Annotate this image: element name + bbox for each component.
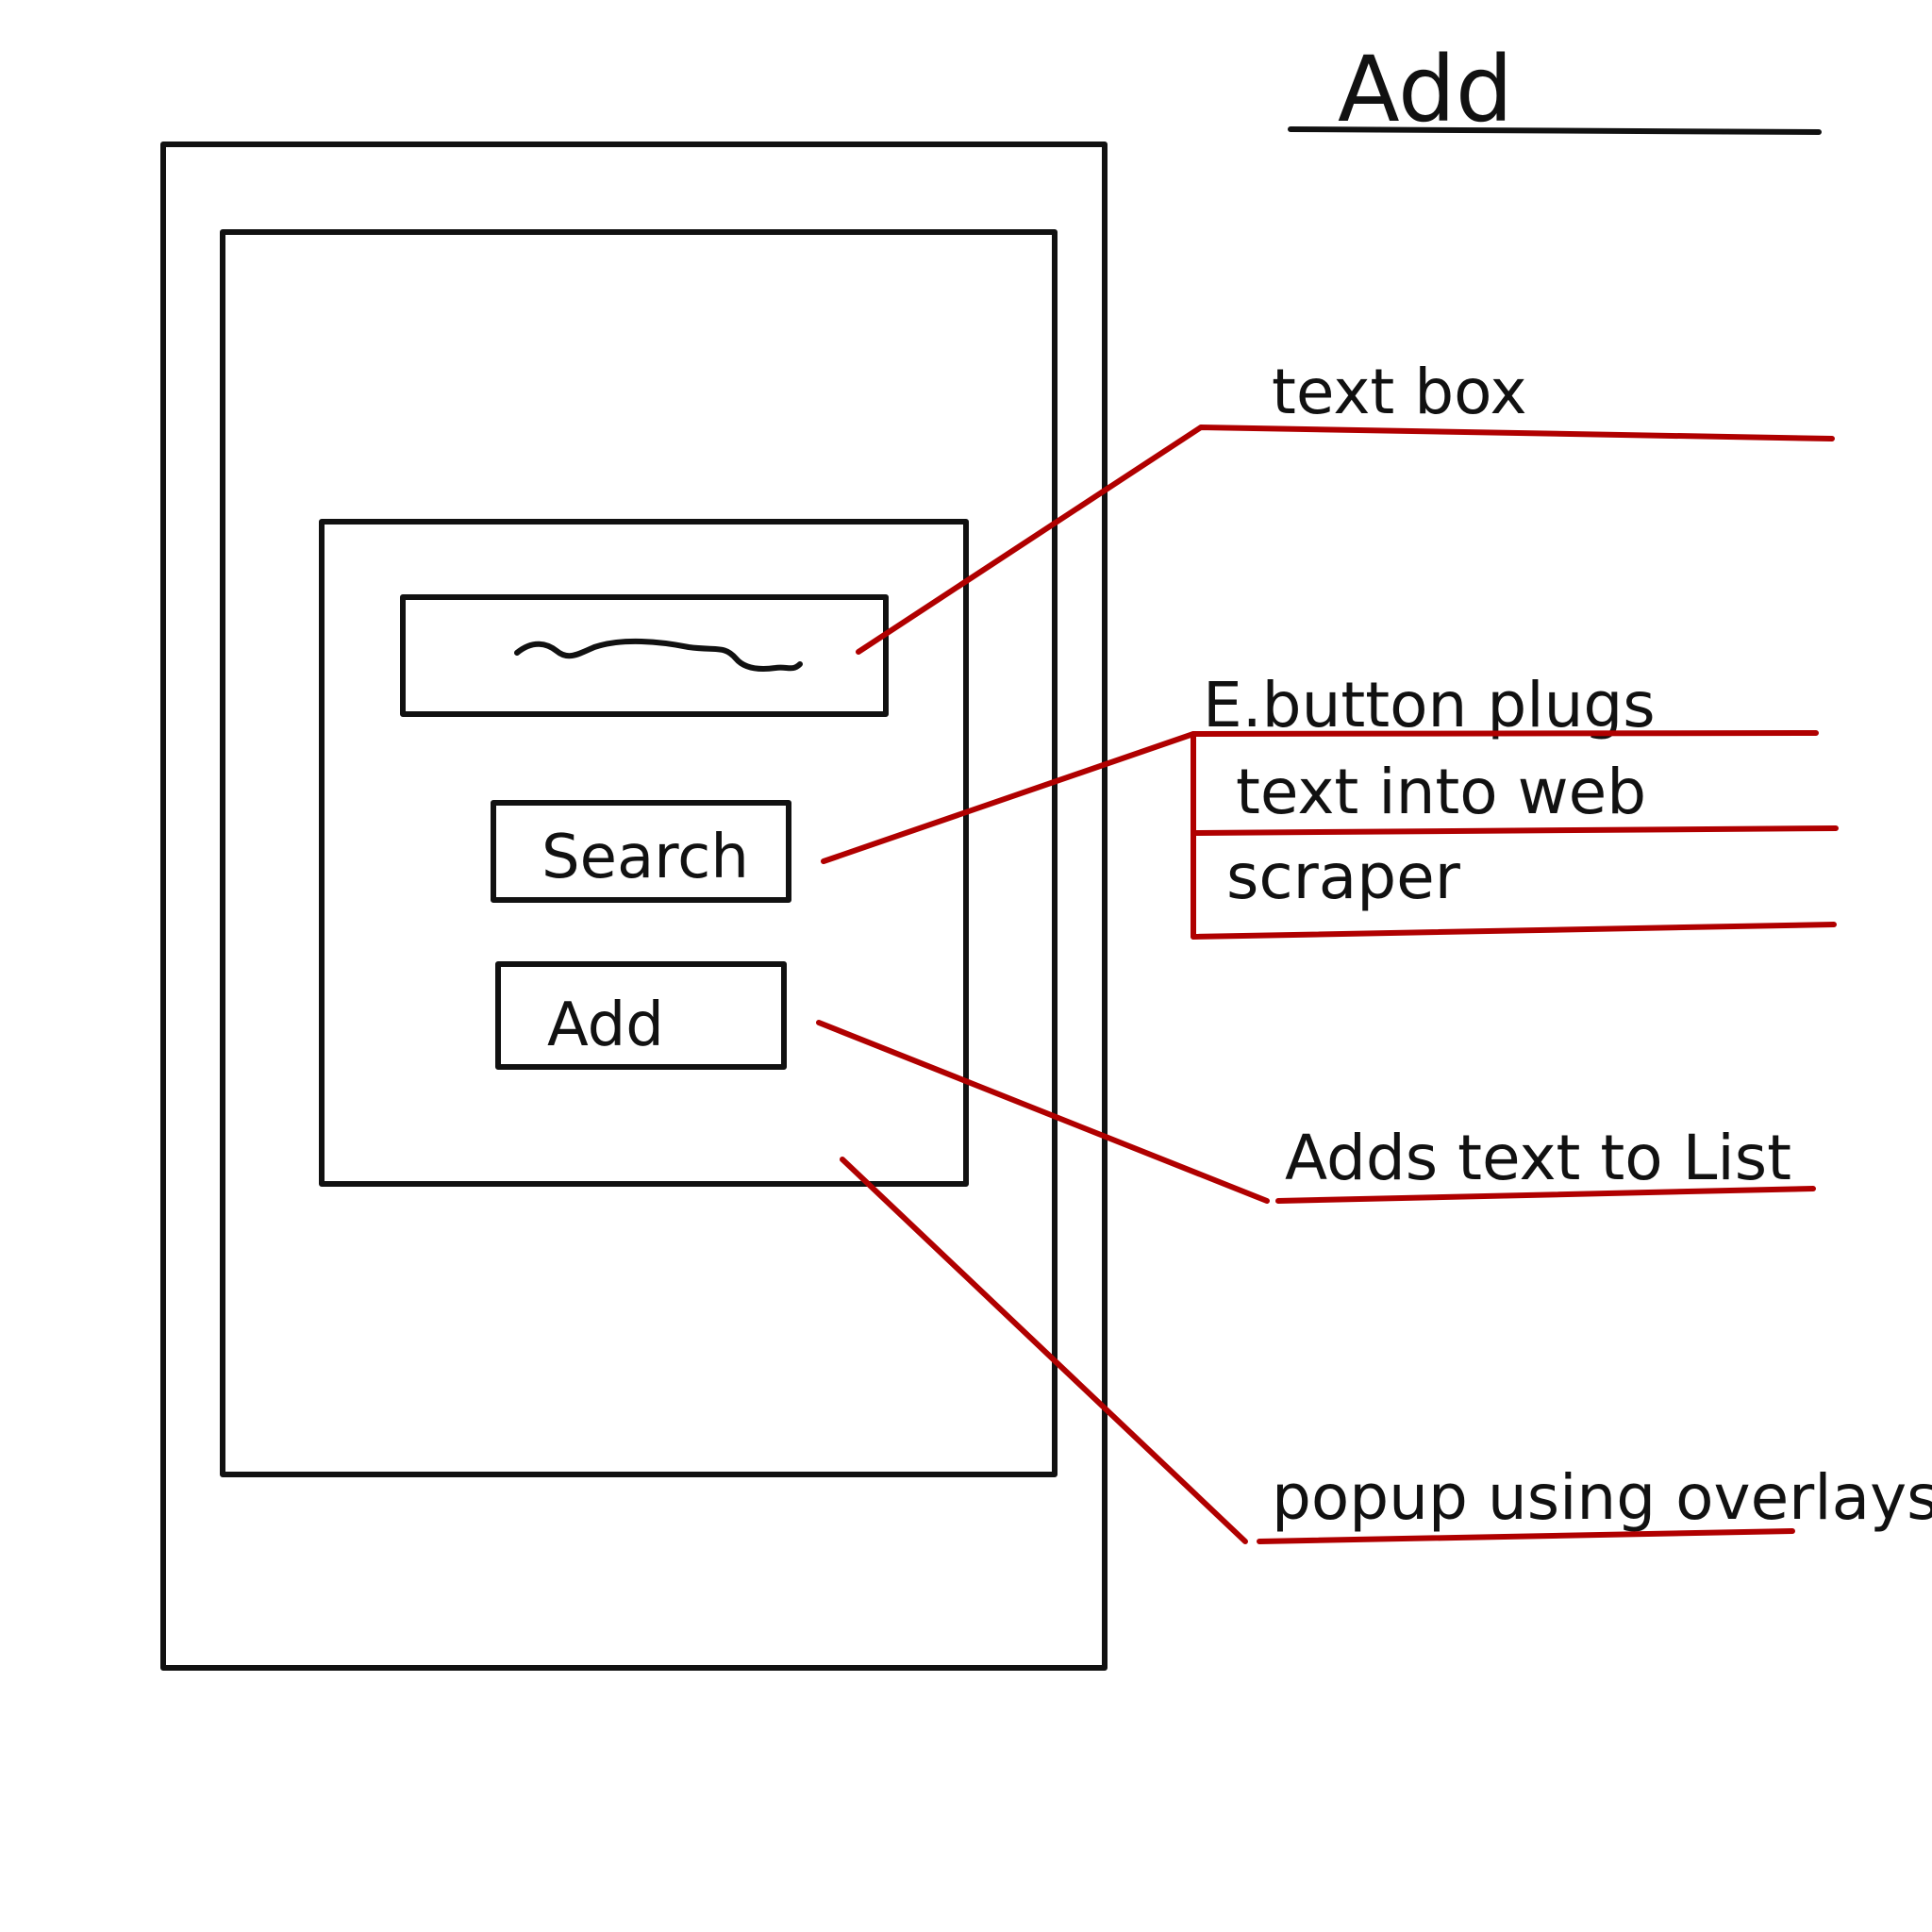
leader-line-popup	[840, 1157, 1248, 1544]
search-note-rule-2	[1193, 825, 1839, 836]
leader-line-search	[821, 731, 1196, 864]
add-note-rule	[1275, 1186, 1816, 1204]
search-button-label: Search	[541, 823, 749, 892]
leader-line-add	[816, 1020, 1270, 1204]
annotation-text-box: text box	[1272, 356, 1527, 428]
annotation-search-line-1: E.button plugs	[1203, 669, 1656, 741]
text-box-input[interactable]	[400, 594, 889, 717]
popup-overlay	[319, 519, 969, 1187]
annotation-search-line-3: scraper	[1226, 841, 1461, 913]
leader-line-text-box	[856, 425, 1835, 655]
page-title: Add	[1338, 37, 1513, 142]
add-button[interactable]: Add	[495, 961, 787, 1070]
phone-frame	[160, 142, 1108, 1671]
search-note-rule-1	[1191, 730, 1819, 737]
search-note-rule-3	[1191, 922, 1837, 940]
title-underline	[1288, 126, 1822, 135]
search-button[interactable]: Search	[491, 800, 791, 903]
annotation-add: Adds text to List	[1285, 1122, 1791, 1194]
annotation-search-line-2: text into web	[1236, 756, 1646, 828]
add-button-label: Add	[547, 991, 664, 1060]
popup-note-rule	[1257, 1528, 1795, 1544]
annotation-popup: popup using overlays	[1272, 1461, 1932, 1534]
text-box-scribble	[514, 638, 803, 672]
phone-screen	[220, 229, 1058, 1477]
